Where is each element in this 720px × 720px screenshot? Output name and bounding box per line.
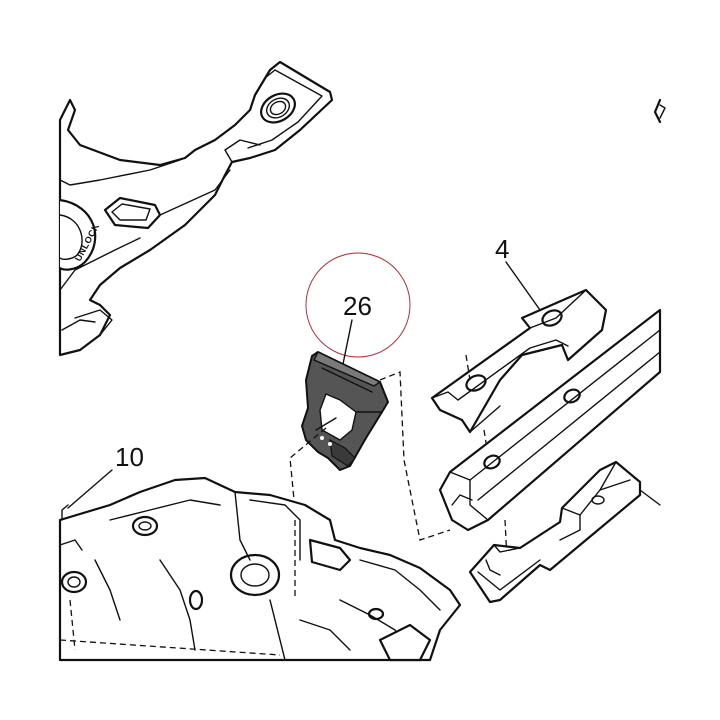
- callout-4-label: 4: [495, 234, 509, 264]
- callout-10-leader: [67, 469, 113, 509]
- guide-rail: [438, 308, 662, 532]
- lower-clip-bracket: [468, 460, 661, 604]
- assembly-line-left: [69, 599, 76, 651]
- lower-housing: [58, 476, 462, 662]
- assembly-line-26-right: [379, 371, 451, 541]
- callout-10-label: 10: [115, 442, 144, 472]
- top-cover-plate: UNLOCK: [58, 60, 334, 357]
- assembly-line-bottom: [59, 639, 281, 656]
- assembly-line-26-left: [289, 427, 327, 511]
- callout-26-leader: [342, 319, 353, 365]
- bracket-part-4: [430, 288, 608, 434]
- assembly-line-4a: [465, 354, 471, 381]
- partial-part-top-right: [653, 98, 666, 124]
- clip-part-26: [301, 351, 389, 471]
- callout-4-leader: [505, 261, 541, 311]
- callout-26-label: 26: [343, 291, 372, 321]
- callout-26-highlight-circle: [305, 252, 411, 358]
